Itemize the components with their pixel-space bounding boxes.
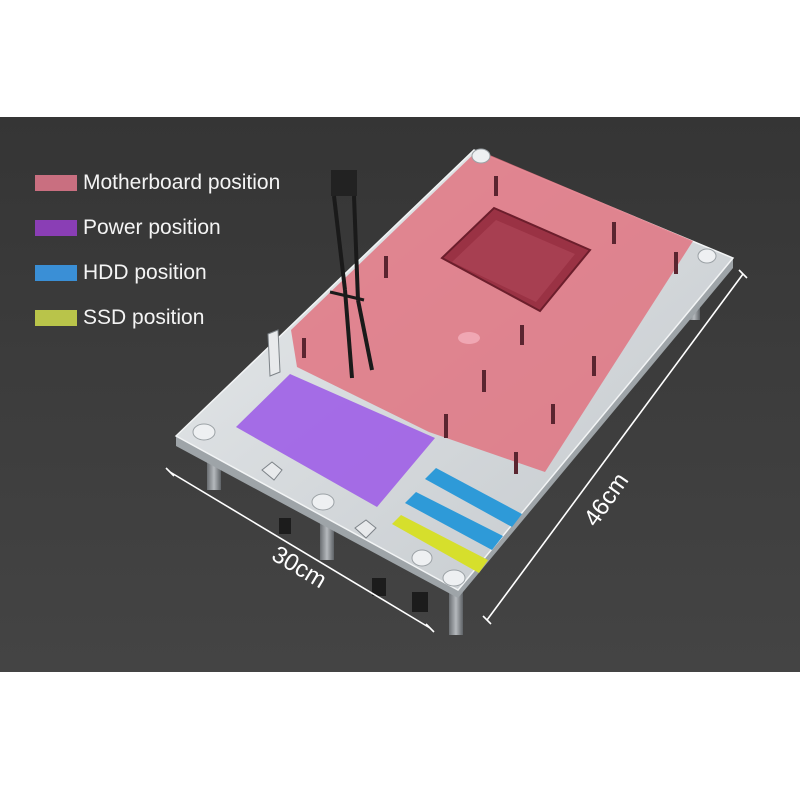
io-brackets [261, 329, 377, 539]
ssd-bar [392, 515, 488, 573]
test-bench-illustration: 30cm 46cm [165, 148, 748, 635]
legend-label: HDD position [83, 261, 207, 284]
motherboard-area [291, 150, 693, 472]
legend-swatch-hdd [35, 265, 77, 281]
legend-swatch-power [35, 220, 77, 236]
length-dimension-label: 46cm [579, 468, 635, 532]
product-diagram: 30cm 46cm Motherboard position Power pos… [0, 117, 800, 672]
power-area [236, 374, 435, 507]
legend-label: Motherboard position [83, 171, 281, 194]
gpu-bracket [329, 170, 374, 379]
hdd-bar [405, 492, 503, 550]
center-standoff [458, 332, 480, 344]
legend-label: Power position [83, 216, 221, 239]
hdd-bar [425, 468, 522, 527]
standoff-pins [302, 176, 678, 474]
legend-label: SSD position [83, 306, 205, 329]
corner-posts [192, 148, 717, 587]
legend-swatch-motherboard [35, 175, 77, 191]
legend-swatch-ssd [35, 310, 77, 326]
dimension-lines [165, 269, 748, 633]
